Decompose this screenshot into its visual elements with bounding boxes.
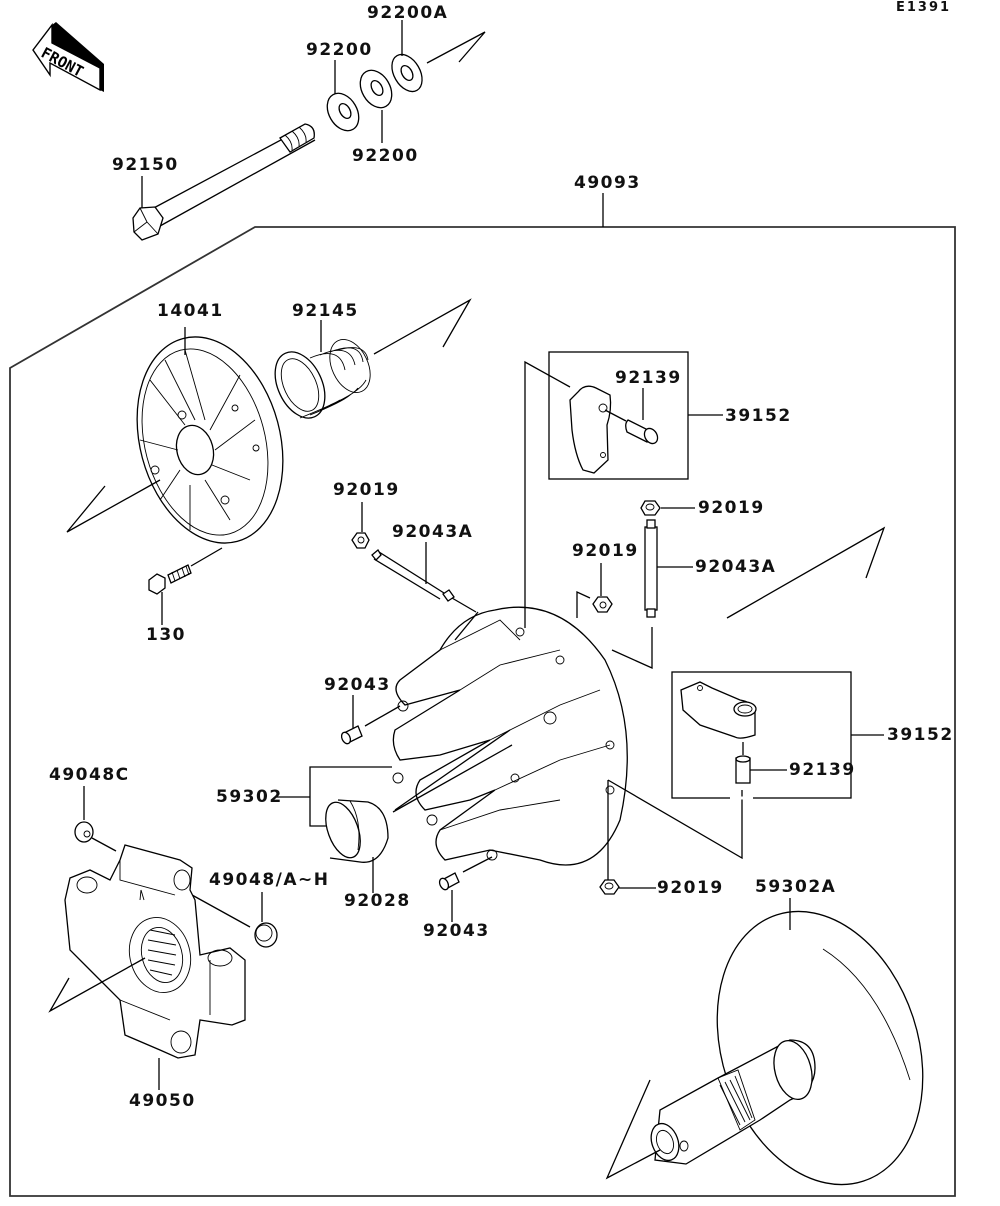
spider-assembly <box>392 606 628 866</box>
part-label-92145[interactable]: 92145 <box>292 301 359 321</box>
part-label-49050[interactable]: 49050 <box>129 1091 196 1111</box>
nut-92019-bottom <box>599 879 620 895</box>
part-label-59302[interactable]: 59302 <box>216 787 283 807</box>
cut-marker <box>605 1079 661 1180</box>
leader-39152-bottom-group <box>607 779 743 860</box>
cap-49048C <box>74 821 117 852</box>
bolt-92150 <box>132 123 316 241</box>
washer-92200-b <box>359 69 393 109</box>
part-label-92139-bottom[interactable]: 92139 <box>789 760 856 780</box>
cut-marker <box>726 526 886 619</box>
part-label-92139-top[interactable]: 92139 <box>615 368 682 388</box>
leader-39152-top-group <box>524 360 571 628</box>
part-label-49093[interactable]: 49093 <box>574 173 641 193</box>
part-label-130[interactable]: 130 <box>146 625 186 645</box>
leader-92043A-right-group <box>611 627 653 670</box>
bushing-92028 <box>325 799 389 863</box>
figure-code: E1391 <box>896 0 952 15</box>
part-label-92019-left[interactable]: 92019 <box>333 480 400 500</box>
part-label-92019-mid[interactable]: 92019 <box>572 541 639 561</box>
axis-line <box>392 744 513 813</box>
part-label-92043A-right[interactable]: 92043A <box>695 557 777 577</box>
part-label-92043-top[interactable]: 92043 <box>324 675 391 695</box>
cut-marker <box>66 479 161 533</box>
pin-92139-top <box>604 409 659 445</box>
spring-92145 <box>274 339 371 419</box>
part-label-92200-bottom[interactable]: 92200 <box>352 146 419 166</box>
cut-marker <box>373 298 472 355</box>
bolt-130 <box>148 547 223 595</box>
cut-marker <box>426 31 486 64</box>
part-label-92150[interactable]: 92150 <box>112 155 179 175</box>
part-label-49048C[interactable]: 49048C <box>49 765 130 785</box>
shaft-92043A-right <box>644 519 658 618</box>
nut-92019-right-top <box>640 500 661 516</box>
leader-92019-mid-group <box>576 590 591 618</box>
part-label-92200-top[interactable]: 92200 <box>306 40 373 60</box>
housing-49050 <box>64 844 246 1059</box>
part-label-92200A[interactable]: 92200A <box>367 3 449 23</box>
nut-92019-left <box>351 532 370 549</box>
weight-39152-top <box>569 385 612 474</box>
washer-92200A <box>391 53 423 93</box>
part-label-49048AH[interactable]: 49048/A~H <box>209 870 330 890</box>
part-label-92043-bottom[interactable]: 92043 <box>423 921 490 941</box>
part-label-14041[interactable]: 14041 <box>157 301 224 321</box>
assembly-frame-49093 <box>9 226 956 1197</box>
part-label-92028[interactable]: 92028 <box>344 891 411 911</box>
part-label-39152-bottom[interactable]: 39152 <box>887 725 954 745</box>
weight-39152-bottom <box>680 681 757 739</box>
fixed-sheave-14041 <box>136 336 284 544</box>
part-label-92019-bottom[interactable]: 92019 <box>657 878 724 898</box>
part-label-39152-top[interactable]: 39152 <box>725 406 792 426</box>
front-arrow-icon: FRONT <box>32 22 104 92</box>
part-label-92043A-left[interactable]: 92043A <box>392 522 474 542</box>
part-label-59302A[interactable]: 59302A <box>755 877 837 897</box>
cap-49048AH <box>182 889 278 948</box>
pin-92043-top <box>340 705 401 745</box>
movable-sheave-59302A <box>650 910 924 1186</box>
pin-92139-bottom <box>735 755 751 784</box>
pin-92043-bottom <box>438 856 493 891</box>
washer-92200-a <box>326 92 360 132</box>
shaft-92043A-left <box>371 549 477 613</box>
nut-92019-mid <box>592 596 613 613</box>
cut-marker <box>48 957 146 1013</box>
part-label-92019-right-top[interactable]: 92019 <box>698 498 765 518</box>
